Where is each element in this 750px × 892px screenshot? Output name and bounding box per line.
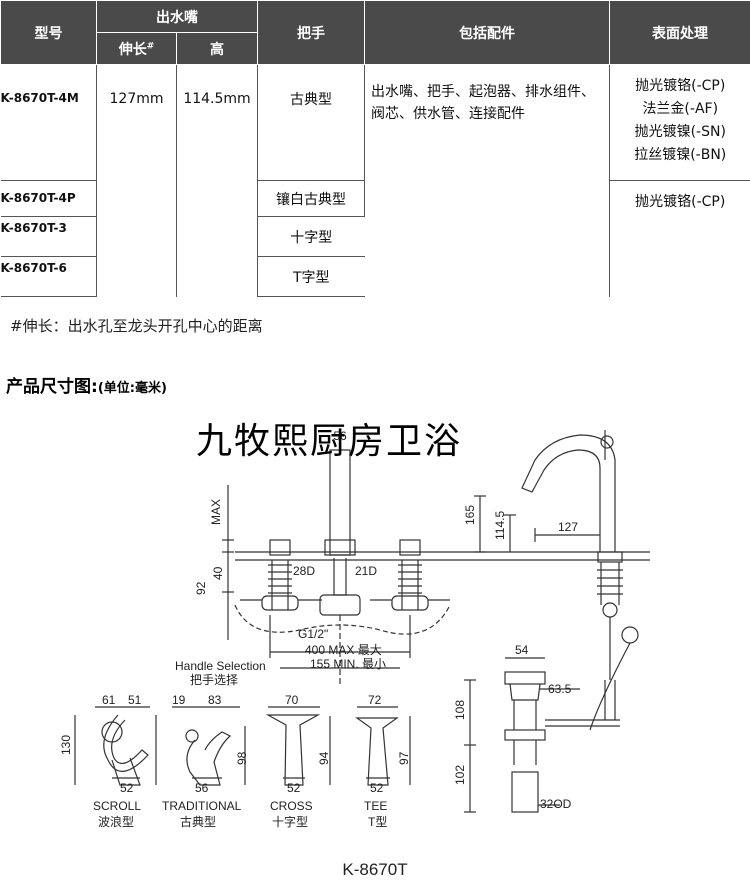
- finish-cp: 抛光镀铬(-CP): [635, 78, 726, 94]
- handle-selection-en: Handle Selection: [175, 659, 266, 673]
- row-model-3: K-8670T-3: [0, 216, 97, 257]
- dim-28d: 28D: [293, 564, 315, 578]
- reach-note: #伸长：出水孔至龙头开孔中心的距离: [10, 317, 263, 335]
- handle-tee-base: 52: [370, 781, 384, 795]
- handle-tee-side: 97: [397, 751, 411, 765]
- handle-cross-base: 52: [287, 781, 301, 795]
- handle-tee-top1: 72: [368, 693, 382, 707]
- handle-scroll-top1: 61: [102, 693, 116, 707]
- handle-scroll-name-en: SCROLL: [93, 799, 141, 813]
- handle-traditional-top2: 83: [208, 693, 222, 707]
- dim-155min: 155 MIN. 最小: [310, 657, 386, 671]
- finish-group-2: 抛光镀铬(-CP): [635, 194, 726, 210]
- brand-watermark: 九牧熙厨房卫浴: [196, 421, 463, 462]
- finish-group-1: 抛光镀铬(-CP) 法兰金(-AF) 抛光镀镍(-SN) 拉丝镀镍(-BN): [609, 64, 750, 181]
- handle-scroll-name-cn: 波浪型: [98, 814, 134, 829]
- dimension-drawing: 56 MAX 40 92 28D 21D G1/2" 400 MAX 最大 15…: [59, 429, 650, 879]
- handle-traditional-name-cn: 古典型: [180, 814, 216, 829]
- finish-sn: 抛光镀镍(-SN): [634, 124, 726, 140]
- row-model-4m: K-8670T-4M: [0, 64, 97, 181]
- section-title: 产品尺寸图:(单位:毫米): [6, 377, 167, 397]
- row-model-6: K-8670T-6: [0, 256, 97, 297]
- row-model-4p: K-8670T-4P: [0, 180, 97, 217]
- handle-cross-side: 94: [317, 751, 331, 765]
- handle-tee-name-en: TEE: [364, 799, 387, 813]
- handle-traditional-name-en: TRADITIONAL: [162, 799, 242, 813]
- spec-table: 型号 出水嘴 把手 包括配件 表面处理 伸长# 高 K-8670T-4M 127…: [0, 0, 750, 297]
- handle-tee-name-cn: T型: [368, 815, 387, 829]
- dim-g12: G1/2": [298, 627, 328, 641]
- dim-32od: 32OD: [540, 797, 572, 811]
- row-reach: 127mm: [96, 64, 177, 297]
- header-model: 型号: [0, 0, 97, 65]
- dim-40: 40: [211, 566, 225, 580]
- header-reach: 伸长#: [96, 32, 177, 65]
- row-handle-4p: 镶白古典型: [257, 180, 365, 217]
- finish-af: 法兰金(-AF): [642, 101, 719, 117]
- handle-cross-name-en: CROSS: [270, 799, 313, 813]
- dim-max: MAX: [209, 499, 223, 525]
- handle-scroll-side: 130: [59, 735, 73, 755]
- dim-165: 165: [463, 505, 477, 525]
- handle-scroll-base: 52: [120, 781, 134, 795]
- dim-127: 127: [558, 520, 578, 534]
- row-handle-6: T字型: [257, 256, 365, 297]
- handle-traditional-top1: 19: [172, 693, 186, 707]
- row-height: 114.5mm: [176, 64, 258, 297]
- dim-92: 92: [194, 581, 208, 595]
- header-parts: 包括配件: [364, 0, 610, 65]
- handle-cross-top1: 70: [285, 693, 299, 707]
- handle-selection-cn: 把手选择: [190, 673, 238, 687]
- dim-54: 54: [515, 643, 529, 657]
- dim-102: 102: [453, 765, 467, 785]
- row-parts: 出水嘴、把手、起泡器、排水组件、阀芯、供水管、连接配件: [364, 64, 610, 297]
- dim-400max: 400 MAX 最大: [305, 643, 382, 657]
- row-handle-3: 十字型: [257, 216, 365, 257]
- dim-21d: 21D: [355, 564, 377, 578]
- handle-traditional-base: 56: [195, 781, 209, 795]
- header-spout: 出水嘴: [96, 0, 258, 33]
- handle-scroll-top2: 51: [128, 693, 142, 707]
- dim-56: 56: [333, 429, 347, 443]
- dim-114-5: 114.5: [493, 511, 507, 540]
- handle-cross-name-cn: 十字型: [272, 814, 308, 829]
- handle-traditional-side: 98: [235, 751, 249, 765]
- row-handle-4m: 古典型: [257, 64, 365, 181]
- header-handle: 把手: [257, 0, 365, 65]
- header-height: 高: [176, 32, 258, 65]
- dim-108: 108: [453, 700, 467, 720]
- header-finish: 表面处理: [609, 0, 750, 65]
- dim-63-5: 63.5: [548, 682, 572, 696]
- drawing-model: K-8670T: [342, 860, 407, 879]
- finish-bn: 拉丝镀镍(-BN): [634, 147, 727, 163]
